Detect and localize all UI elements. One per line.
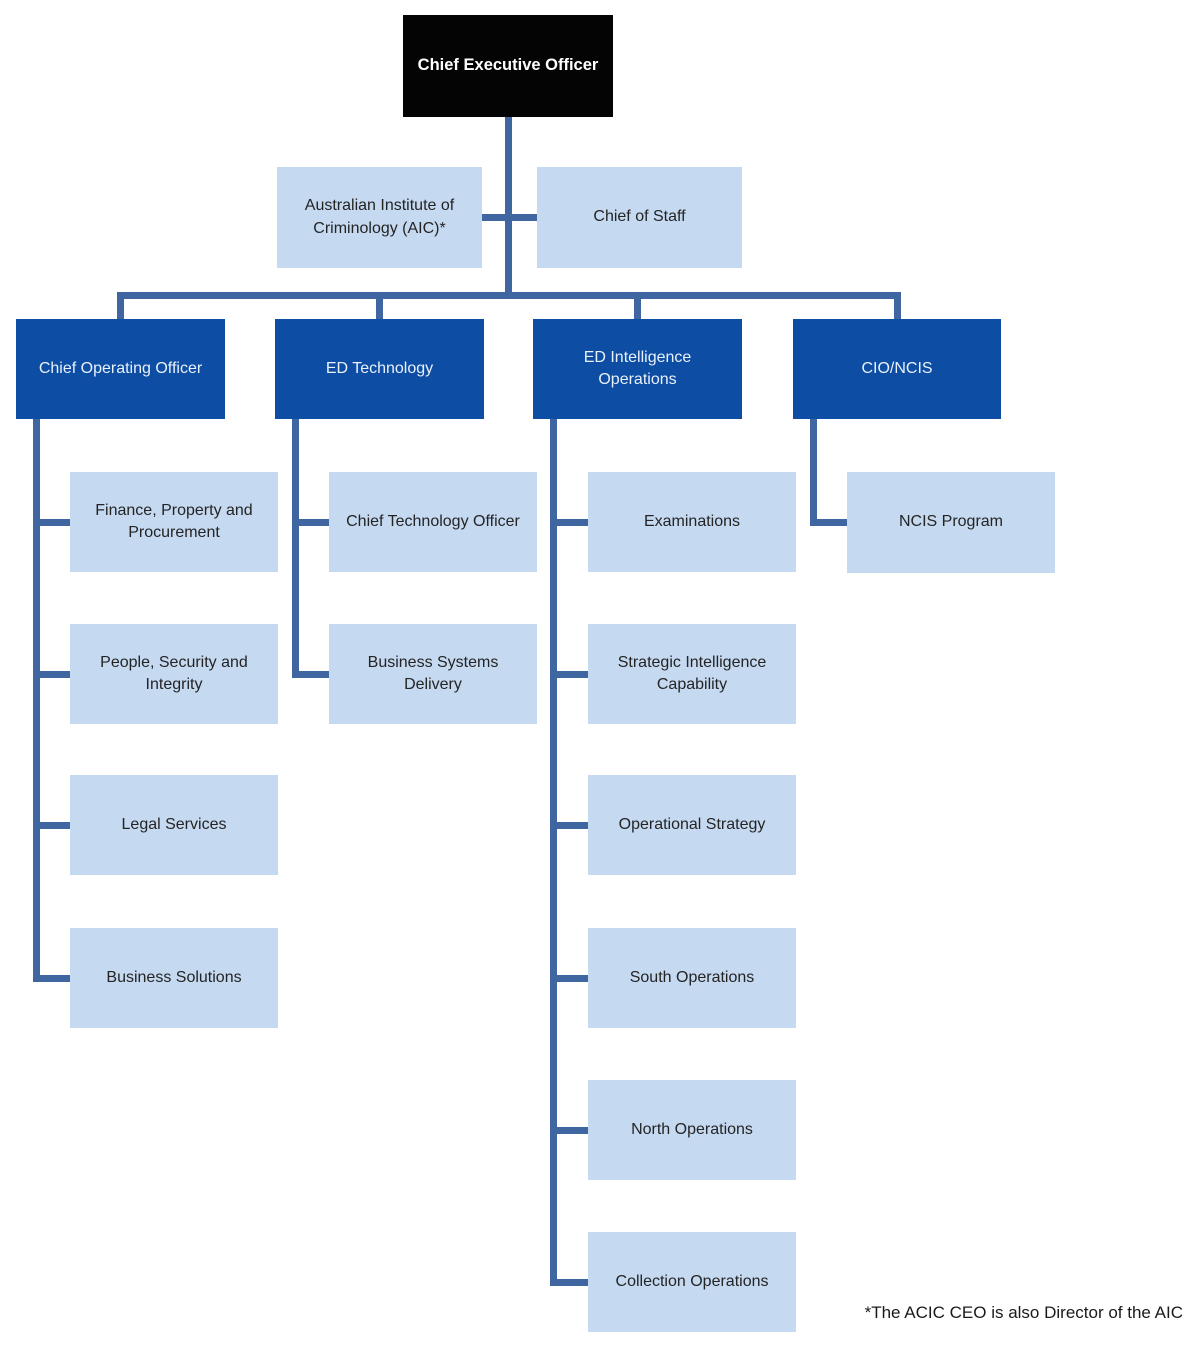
child-label: Business Solutions bbox=[106, 968, 242, 986]
child-label: Examinations bbox=[643, 512, 741, 530]
child-label: Legal Services bbox=[121, 815, 227, 833]
child-label: Operational Strategy bbox=[618, 815, 766, 833]
child-box-ncis-program: NCIS Program bbox=[847, 472, 1055, 573]
connector-edintel-spine bbox=[550, 419, 557, 1286]
ceo-label: Chief Executive Officer bbox=[417, 56, 599, 75]
connector-edintel-elbow-4 bbox=[550, 975, 588, 982]
child-label: North Operations bbox=[631, 1120, 753, 1138]
connector-edintel-elbow-2 bbox=[550, 671, 588, 678]
connector-edintel-elbow-6 bbox=[550, 1279, 588, 1286]
aic-box: Australian Institute of Criminology (AIC… bbox=[277, 167, 482, 268]
connector-edintel-elbow-1 bbox=[550, 519, 588, 526]
chief-of-staff-box: Chief of Staff bbox=[537, 167, 742, 268]
child-label: Strategic Intelligence Capability bbox=[617, 653, 767, 693]
connector-edtech-elbow-2 bbox=[292, 671, 329, 678]
child-box-examinations: Examinations bbox=[588, 472, 796, 572]
child-label: South Operations bbox=[629, 968, 755, 986]
child-box-strategic-intelligence-capability: Strategic Intelligence Capability bbox=[588, 624, 796, 724]
branch-box-ed-intelligence-operations: ED Intelligence Operations bbox=[533, 319, 742, 419]
chief-of-staff-label: Chief of Staff bbox=[593, 208, 686, 226]
child-box-north-operations: North Operations bbox=[588, 1080, 796, 1180]
connector-branch-rail bbox=[117, 292, 901, 299]
child-box-south-operations: South Operations bbox=[588, 928, 796, 1028]
connector-cio-spine bbox=[810, 419, 817, 526]
child-label: Finance, Property and Procurement bbox=[95, 501, 253, 541]
connector-coo-elbow-2 bbox=[33, 671, 70, 678]
child-box-collection-operations: Collection Operations bbox=[588, 1232, 796, 1332]
footnote: *The ACIC CEO is also Director of the AI… bbox=[864, 1303, 1183, 1322]
connector-edintel-elbow-5 bbox=[550, 1127, 588, 1134]
child-label: Business Systems Delivery bbox=[367, 653, 499, 693]
branch-label: CIO/NCIS bbox=[861, 359, 933, 377]
branch-label: Chief Operating Officer bbox=[38, 359, 203, 377]
child-label: Collection Operations bbox=[615, 1272, 769, 1290]
connector-staff-cross bbox=[482, 214, 537, 221]
child-box-business-systems-delivery: Business Systems Delivery bbox=[329, 624, 537, 724]
connector-edtech-elbow-1 bbox=[292, 519, 329, 526]
child-box-business-solutions: Business Solutions bbox=[70, 928, 278, 1028]
aic-label: Australian Institute of Criminology (AIC… bbox=[304, 197, 455, 237]
connector-cio-elbow-1 bbox=[810, 519, 847, 526]
connector-coo-elbow-3 bbox=[33, 822, 70, 829]
branch-label: ED Technology bbox=[325, 359, 434, 377]
branch-box-cio-ncis: CIO/NCIS bbox=[793, 319, 1001, 419]
connector-ceo-vertical bbox=[505, 117, 512, 299]
connector-edintel-elbow-3 bbox=[550, 822, 588, 829]
connector-drop-edintel bbox=[634, 292, 641, 319]
connector-coo-elbow-1 bbox=[33, 519, 70, 526]
child-label: Chief Technology Officer bbox=[346, 512, 520, 530]
child-box-finance-property-procurement: Finance, Property and Procurement bbox=[70, 472, 278, 572]
child-label: NCIS Program bbox=[898, 513, 1004, 531]
connector-drop-coo bbox=[117, 292, 124, 319]
connector-drop-cio bbox=[894, 292, 901, 319]
connector-coo-spine bbox=[33, 419, 40, 982]
child-box-chief-technology-officer: Chief Technology Officer bbox=[329, 472, 537, 572]
branch-box-chief-operating-officer: Chief Operating Officer bbox=[16, 319, 225, 419]
child-box-people-security-integrity: People, Security and Integrity bbox=[70, 624, 278, 724]
child-box-operational-strategy: Operational Strategy bbox=[588, 775, 796, 875]
branch-label: ED Intelligence Operations bbox=[583, 348, 692, 388]
connector-coo-elbow-4 bbox=[33, 975, 70, 982]
connector-drop-edtech bbox=[376, 292, 383, 319]
ceo-box: Chief Executive Officer bbox=[403, 15, 613, 117]
branch-box-ed-technology: ED Technology bbox=[275, 319, 484, 419]
child-box-legal-services: Legal Services bbox=[70, 775, 278, 875]
child-label: People, Security and Integrity bbox=[100, 653, 248, 693]
connector-edtech-spine bbox=[292, 419, 299, 678]
